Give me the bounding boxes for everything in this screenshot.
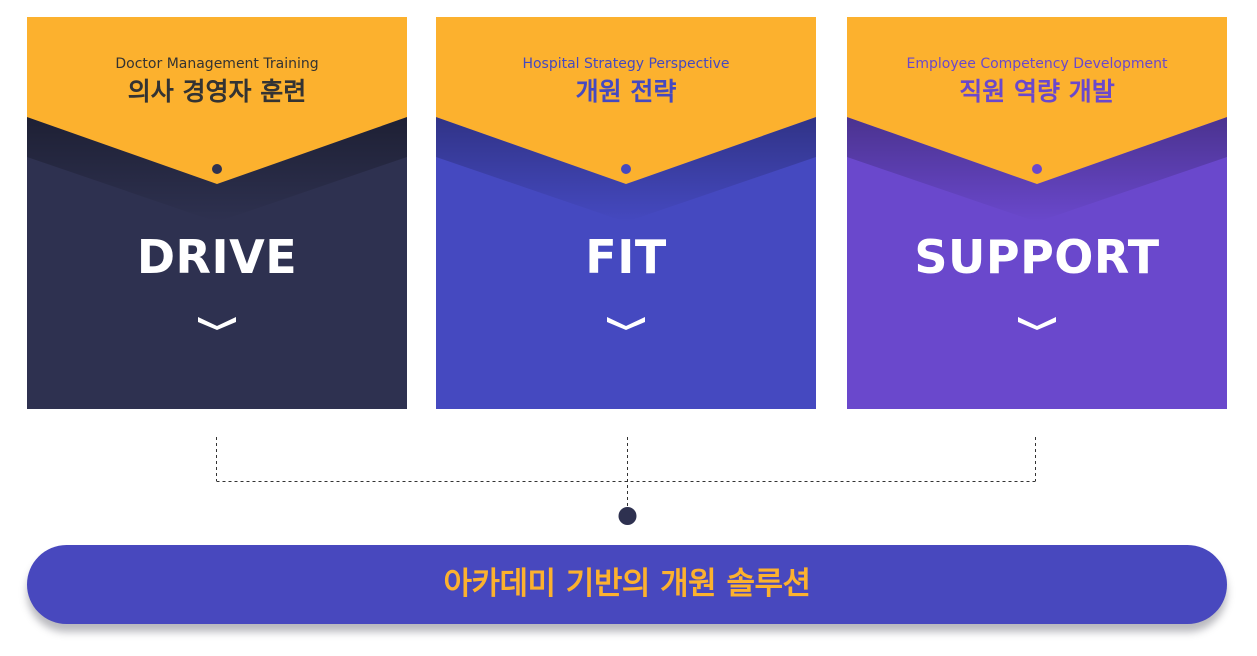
card-keyword: FIT — [585, 230, 667, 284]
banner-shape — [436, 17, 816, 222]
card-subtitle: Employee Competency Development — [906, 56, 1168, 72]
card-subtitle: Doctor Management Training — [115, 56, 319, 72]
card-title: 의사 경영자 훈련 — [127, 77, 307, 106]
card-fit: Hospital Strategy Perspective 개원 전략 FIT — [436, 17, 816, 409]
banner-shape — [27, 17, 407, 222]
card-title: 개원 전략 — [575, 77, 677, 106]
card-keyword: DRIVE — [136, 230, 298, 284]
banner-dot — [212, 164, 222, 174]
chevron-down-icon — [607, 317, 645, 330]
card-subtitle: Hospital Strategy Perspective — [522, 56, 730, 72]
solution-label: 아카데미 기반의 개원 솔루션 — [443, 566, 811, 602]
card-drive: Doctor Management Training 의사 경영자 훈련 DRI… — [27, 17, 407, 409]
card-banner — [847, 17, 1227, 222]
card-title: 직원 역량 개발 — [959, 77, 1115, 106]
solution-bar: 아카데미 기반의 개원 솔루션 — [27, 545, 1227, 624]
card-banner — [436, 17, 816, 222]
card-support: Employee Competency Development 직원 역량 개발… — [847, 17, 1227, 409]
card-keyword: SUPPORT — [914, 230, 1160, 284]
chevron-down-icon — [1018, 317, 1056, 330]
banner-shape — [847, 17, 1227, 222]
banner-dot — [1032, 164, 1042, 174]
banner-dot — [621, 164, 631, 174]
chevron-down-icon — [198, 317, 236, 330]
connector-node — [618, 507, 637, 525]
card-banner — [27, 17, 407, 222]
